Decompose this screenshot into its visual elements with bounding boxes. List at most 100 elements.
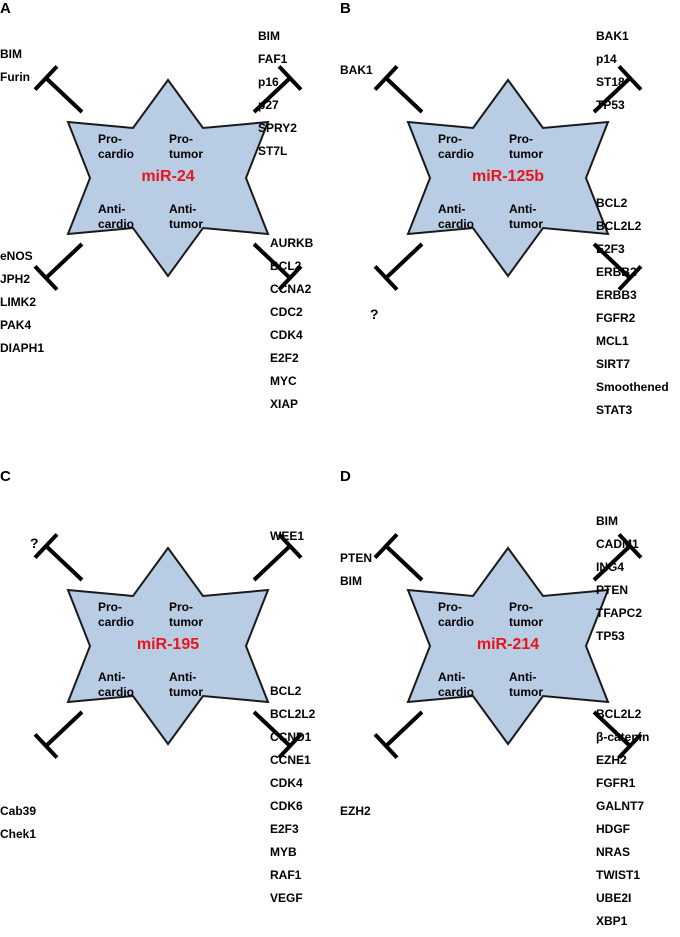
- quadrant-label-tl: Pro-cardio: [438, 600, 498, 630]
- quadrant-label-line: cardio: [438, 615, 475, 629]
- gene-target: MCL1: [596, 334, 629, 348]
- gene-target: CADM1: [596, 537, 639, 551]
- quadrant-label-line: cardio: [98, 217, 135, 231]
- quadrant-label-tl: Pro-cardio: [98, 600, 158, 630]
- quadrant-label-br: Anti-tumor: [169, 670, 229, 700]
- star-diagram: [33, 532, 303, 760]
- gene-target: eNOS: [0, 249, 33, 263]
- quadrant-label-tr: Pro-tumor: [509, 132, 569, 162]
- quadrant-label-line: cardio: [438, 147, 475, 161]
- gene-target: Smoothened: [596, 380, 669, 394]
- inhibitor-bottom-right: [592, 242, 643, 292]
- gene-target: PTEN: [340, 551, 373, 565]
- inhibitor-bottom-left: [33, 710, 84, 760]
- quadrant-label-line: Anti-: [438, 670, 466, 684]
- star-diagram: [373, 64, 643, 292]
- quadrant-label-line: Anti-: [169, 202, 197, 216]
- inhibitor-bottom-left: [373, 710, 424, 760]
- gene-target: FGFR1: [596, 776, 636, 790]
- quadrant-label-line: Pro-: [509, 600, 533, 614]
- inhibitor-bottom-right: [252, 242, 303, 292]
- gene-target: E2F2: [270, 351, 299, 365]
- gene-target: BCL2: [270, 259, 302, 273]
- gene-target: TP53: [596, 98, 625, 112]
- gene-target: STAT3: [596, 403, 633, 417]
- gene-target: BCL2L2: [270, 707, 316, 721]
- quadrant-label-line: tumor: [169, 147, 203, 161]
- gene-list-bl: EZH2: [340, 803, 371, 826]
- gene-target: GALNT7: [596, 799, 644, 813]
- gene-target: EZH2: [340, 804, 371, 818]
- gene-target: NRAS: [596, 845, 631, 859]
- gene-target: CCNE1: [270, 753, 311, 767]
- gene-target: CDK4: [270, 776, 303, 790]
- panel-label: B: [340, 0, 351, 17]
- gene-target: Furin: [0, 70, 30, 84]
- inhibitor-bottom-right: [592, 710, 643, 760]
- gene-target: HDGF: [596, 822, 630, 836]
- inhibitor-top-left: [33, 532, 84, 582]
- gene-target: AURKB: [270, 236, 314, 250]
- mirna-name: miR-24: [141, 168, 195, 185]
- inhibitor-bottom-left: [373, 242, 424, 292]
- gene-target: BCL2: [596, 196, 628, 210]
- gene-target: p14: [596, 52, 617, 66]
- gene-target: XBP1: [596, 914, 628, 928]
- star-shape: [66, 78, 270, 278]
- quadrant-label-line: cardio: [98, 615, 135, 629]
- gene-target: BAK1: [340, 63, 373, 77]
- unknown-target-mark: ?: [30, 535, 39, 551]
- gene-target: p27: [258, 98, 279, 112]
- gene-target: MYC: [270, 374, 297, 388]
- panel-label: A: [0, 0, 11, 17]
- quadrant-label-tr: Pro-tumor: [169, 132, 229, 162]
- gene-target: FGFR2: [596, 311, 636, 325]
- quadrant-label-line: Pro-: [169, 600, 193, 614]
- quadrant-label-bl: Anti-cardio: [98, 670, 158, 700]
- gene-target: β-catenin: [596, 730, 650, 744]
- gene-target: EZH2: [596, 753, 627, 767]
- quadrant-label-line: Pro-: [98, 600, 122, 614]
- gene-target: SPRY2: [258, 121, 297, 135]
- quadrant-label-br: Anti-tumor: [169, 202, 229, 232]
- inhibitor-top-right: [252, 532, 303, 582]
- quadrant-label-line: cardio: [438, 685, 475, 699]
- quadrant-label-line: tumor: [169, 615, 203, 629]
- gene-target: VEGF: [270, 891, 303, 905]
- gene-target: PTEN: [596, 583, 629, 597]
- gene-target: Chek1: [0, 827, 37, 841]
- gene-target: BIM: [258, 29, 280, 43]
- inhibitor-top-right: [592, 64, 643, 114]
- mirna-name: miR-125b: [471, 168, 545, 185]
- quadrant-label-br: Anti-tumor: [509, 202, 569, 232]
- quadrant-label-line: Anti-: [98, 202, 126, 216]
- gene-target: CDK6: [270, 799, 303, 813]
- mirna-name: miR-214: [476, 636, 540, 653]
- gene-target: CCND1: [270, 730, 312, 744]
- quadrant-label-line: tumor: [509, 615, 543, 629]
- gene-target: BAK1: [596, 29, 629, 43]
- gene-target: BIM: [596, 514, 618, 528]
- gene-target: XIAP: [270, 397, 299, 411]
- quadrant-label-line: Anti-: [169, 670, 197, 684]
- gene-target: E2F3: [596, 242, 625, 256]
- gene-target: TFAPC2: [596, 606, 643, 620]
- quadrant-label-bl: Anti-cardio: [438, 202, 498, 232]
- gene-target: p16: [258, 75, 279, 89]
- gene-target: E2F3: [270, 822, 299, 836]
- quadrant-label-line: cardio: [98, 685, 135, 699]
- gene-target: PAK4: [0, 318, 32, 332]
- gene-target: ERBB3: [596, 288, 637, 302]
